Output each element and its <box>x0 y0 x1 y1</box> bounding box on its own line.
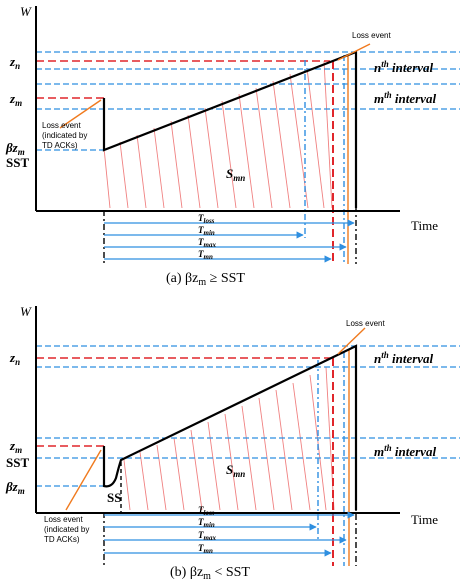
t-mn-label-b: Tmn <box>198 543 213 555</box>
time-arrows-b <box>104 511 355 557</box>
loss-event-left-a-2: (indicated by <box>42 131 87 140</box>
t-min-label-b: Tmin <box>198 517 215 529</box>
loss-event-left-b-2: (indicated by <box>44 525 89 534</box>
x-axis-label-b: Time <box>411 512 438 527</box>
loss-event-arrow-b <box>337 327 366 355</box>
z-n-label-a: zn <box>9 54 20 71</box>
loss-event-top-a: Loss event <box>352 31 391 40</box>
beta-z-m-label-b: βzm <box>5 479 25 496</box>
area-label-a: Smn <box>226 166 245 183</box>
loss-event-top-b: Loss event <box>346 319 385 328</box>
sst-label-b: SST <box>6 455 29 470</box>
loss-event-left-b-3: TD ACKs) <box>44 535 80 544</box>
loss-event-left-a-3: TD ACKs) <box>42 141 78 150</box>
loss-event-arrow-a <box>337 43 371 61</box>
t-min-label-a: Tmin <box>198 225 215 237</box>
window-curve-a <box>102 50 358 208</box>
m-interval-a: mth interval <box>374 90 436 106</box>
t-mn-label-a: Tmn <box>198 249 213 261</box>
time-arrows-a <box>104 219 355 263</box>
sst-label-a: SST <box>6 155 29 170</box>
beta-z-m-label-a: βzm <box>5 140 25 157</box>
loss-event-left-b-1: Loss event <box>44 515 83 524</box>
x-axis-label-a: Time <box>411 218 438 233</box>
z-n-label-b: zn <box>9 350 20 367</box>
m-interval-b: mth interval <box>374 443 436 459</box>
t-loss-label-b: Tloss <box>198 505 215 517</box>
caption-b: (b) βzm < SST <box>170 565 250 581</box>
n-interval-b: nth interval <box>374 350 434 366</box>
area-label-b: Smn <box>226 462 245 479</box>
hatch-area-a <box>103 60 333 209</box>
t-loss-label-a: Tloss <box>198 213 215 225</box>
z-m-label-b: zm <box>9 438 22 455</box>
z-m-label-a: zm <box>9 91 22 108</box>
window-curve-b <box>102 344 358 510</box>
panel-a <box>35 6 460 264</box>
n-interval-a: nth interval <box>374 59 434 75</box>
caption-a: (a) βzm ≥ SST <box>166 271 245 288</box>
ss-label-b: SS <box>107 490 121 505</box>
t-max-label-a: Tmax <box>198 237 216 249</box>
t-max-label-b: Tmax <box>198 530 216 542</box>
loss-event-left-arrow-a <box>59 99 102 129</box>
loss-event-left-a-1: Loss event <box>42 121 81 130</box>
loss-event-left-arrow-b <box>65 449 102 511</box>
y-axis-label-a: W <box>20 4 32 19</box>
panel-b <box>35 306 460 566</box>
y-axis-label-b: W <box>20 304 32 319</box>
